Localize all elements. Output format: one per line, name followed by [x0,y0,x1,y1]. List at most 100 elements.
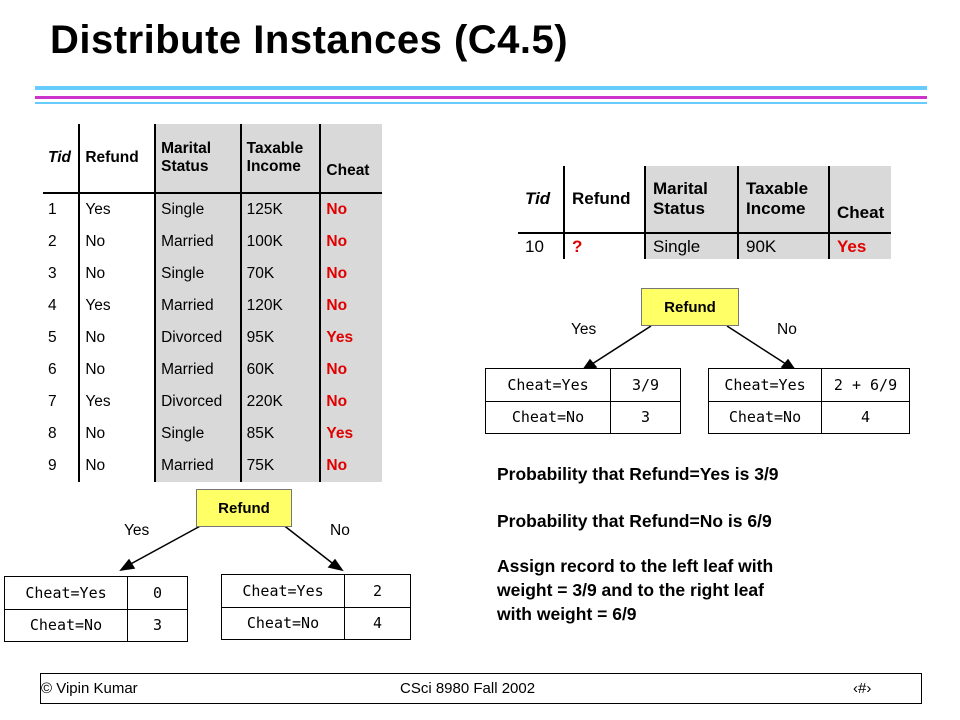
refund-node-right: Refund [641,288,739,326]
cell-taxable-income: 90K [738,233,830,259]
table-row: 8 No Single 85K Yes [43,418,382,450]
footer-page-number: ‹#› [853,680,872,697]
cell-taxable-income: 95K [240,322,322,354]
cell-taxable-income: 70K [240,258,322,290]
leaf-table-yes: Cheat=Yes 0 Cheat=No 3 [4,576,188,642]
leaf-row: Cheat=Yes 2 [222,575,410,608]
leaf-table-no: Cheat=Yes 2 Cheat=No 4 [221,574,411,640]
cell-tid: 4 [43,290,81,322]
cell-taxable-income: 60K [240,354,322,386]
footer-author: © Vipin Kumar [41,680,138,697]
cell-taxable-income: 120K [240,290,322,322]
leaf-table-no: Cheat=Yes 2 + 6/9 Cheat=No 4 [708,368,910,434]
leaf-key: Cheat=No [486,401,611,433]
title-rule-bottom [35,96,927,99]
footer-frame [40,673,922,704]
record-table: Tid Refund Marital Status Taxable Income… [518,166,891,259]
cell-refund: No [79,322,157,354]
cell-cheat: No [320,354,382,386]
col-header-marital-status: Marital Status [645,166,739,234]
leaf-key: Cheat=Yes [5,577,128,610]
cell-refund: Yes [79,386,157,418]
cell-tid: 1 [43,193,81,226]
cell-tid: 10 [518,233,565,259]
cell-refund: No [79,226,157,258]
title-rule-top [35,86,927,90]
col-header-tid: Tid [43,124,81,194]
cell-refund: Yes [79,290,157,322]
cell-marital-status: Single [155,258,242,290]
cell-taxable-income: 85K [240,418,322,450]
cell-tid: 6 [43,354,81,386]
leaf-value: 4 [372,614,383,633]
leaf-key: Cheat=Yes [486,369,611,402]
leaf-value: 3 [640,408,651,427]
table-row: 7 Yes Divorced 220K No [43,386,382,418]
cell-cheat: No [320,258,382,290]
cell-cheat: No [320,226,382,258]
training-table: Tid Refund Marital Status Taxable Income… [43,124,382,482]
title-rule-thin [35,102,927,104]
slide-title: Distribute Instances (C4.5) [50,18,569,62]
table-row: 10 ? Single 90K Yes [518,233,891,259]
cell-tid: 9 [43,450,81,482]
cell-cheat: Yes [320,322,382,354]
leaf-key: Cheat=No [5,609,128,641]
cell-marital-status: Married [155,450,242,482]
probability-yes-text: Probability that Refund=Yes is 3/9 [497,464,779,484]
cell-taxable-income: 75K [240,450,322,482]
probability-no-text: Probability that Refund=No is 6/9 [497,511,772,531]
cell-marital-status: Divorced [155,322,242,354]
record-table-header: Tid Refund Marital Status Taxable Income… [518,166,891,234]
col-header-marital-status: Marital Status [155,124,242,194]
cell-cheat: No [320,450,382,482]
assign-weight-line: with weight = 6/9 [497,604,637,624]
leaf-value: 2 [344,575,410,608]
cell-marital-status: Single [155,418,242,450]
cell-refund-missing: ? [564,233,646,259]
footer-course: CSci 8980 Fall 2002 [400,680,536,697]
col-header-taxable-income: Taxable Income [240,124,322,194]
leaf-row: Cheat=No 4 [709,401,909,433]
branch-line-no-right-tree [726,325,790,367]
leaf-row: Cheat=No 4 [222,607,410,639]
leaf-value: 2 + 6/9 [821,369,909,402]
branch-label-no: No [777,321,797,338]
leaf-key: Cheat=Yes [709,369,822,402]
cell-taxable-income: 100K [240,226,322,258]
table-row: 2 No Married 100K No [43,226,382,258]
leaf-value: 3 [152,616,163,635]
table-row: 9 No Married 75K No [43,450,382,482]
col-header-refund: Refund [79,124,157,194]
col-header-cheat: Cheat [829,166,891,234]
refund-node-left: Refund [196,489,292,527]
branch-line-yes-right-tree [588,325,652,367]
cell-marital-status: Married [155,354,242,386]
branch-label-yes: Yes [124,522,150,539]
leaf-row: Cheat=Yes 0 [5,577,187,610]
leaf-row: Cheat=Yes 2 + 6/9 [709,369,909,402]
assign-weight-text: Assign record to the left leaf with weig… [497,554,773,626]
cell-refund: No [79,418,157,450]
leaf-key: Cheat=No [222,607,345,639]
assign-weight-line: Assign record to the left leaf with [497,556,774,576]
leaf-key: Cheat=No [709,401,822,433]
cell-taxable-income: 220K [240,386,322,418]
cell-tid: 5 [43,322,81,354]
cell-marital-status: Single [155,193,242,226]
cell-cheat: No [320,386,382,418]
col-header-refund: Refund [564,166,646,234]
col-header-taxable-income: Taxable Income [738,166,830,234]
assign-weight-line: weight = 3/9 and to the right leaf [497,580,764,600]
cell-refund: Yes [79,193,157,226]
training-table-header: Tid Refund Marital Status Taxable Income… [43,124,382,194]
cell-tid: 3 [43,258,81,290]
leaf-value: 0 [127,577,187,610]
cell-tid: 8 [43,418,81,450]
branch-label-yes: Yes [571,321,597,338]
table-row: 5 No Divorced 95K Yes [43,322,382,354]
table-row: 1 Yes Single 125K No [43,193,382,226]
cell-tid: 2 [43,226,81,258]
table-row: 3 No Single 70K No [43,258,382,290]
cell-cheat: No [320,193,382,226]
